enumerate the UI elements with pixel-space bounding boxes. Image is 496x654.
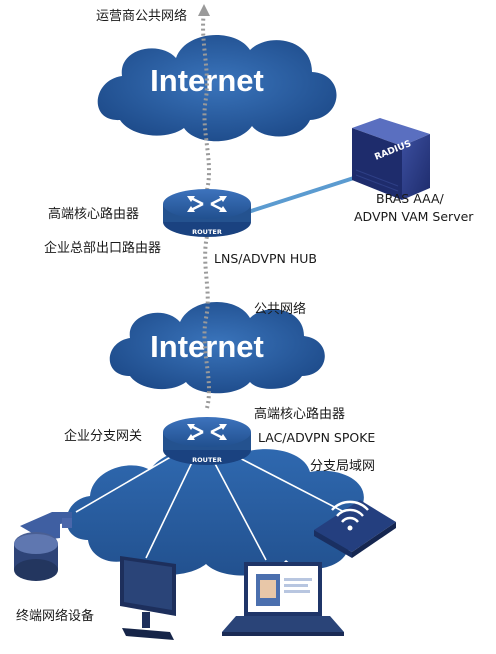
spoke-device-links xyxy=(75,447,349,561)
camera-icon xyxy=(14,512,72,581)
tunnel-arrow xyxy=(198,4,210,16)
hub-server-link xyxy=(247,174,361,214)
spoke-role-label: LAC/ADVPN SPOKE xyxy=(258,430,375,445)
hub-exit-router-label: 企业总部出口路由器 xyxy=(44,240,161,256)
spoke-router: ROUTER xyxy=(163,417,251,465)
branch-lan-cloud xyxy=(66,447,373,576)
server-label-line1: BRAS AAA/ xyxy=(376,191,445,206)
wireless-ap-icon xyxy=(314,500,396,558)
top-public-network-label: 运营商公共网络 xyxy=(96,8,187,24)
hub-router-badge: ROUTER xyxy=(192,228,222,236)
server-label-line2: ADVPN VAM Server xyxy=(354,209,474,224)
monitor-icon xyxy=(120,556,176,640)
spoke-router-badge: ROUTER xyxy=(192,456,222,464)
radius-server-icon: RADIUS xyxy=(352,118,430,200)
spoke-core-router-label: 高端核心路由器 xyxy=(254,406,345,422)
internet-label-top: Internet xyxy=(150,63,264,98)
laptop-icon xyxy=(222,562,344,636)
middle-public-network-label: 公共网络 xyxy=(254,301,306,317)
internet-cloud-top: Internet xyxy=(97,35,337,142)
branch-lan-label: 分支局域网 xyxy=(310,459,375,474)
hub-role-label: LNS/ADVPN HUB xyxy=(214,251,317,266)
tunnel-line xyxy=(198,4,212,409)
internet-cloud-middle: Internet xyxy=(109,301,325,394)
router-arrows-icon xyxy=(187,196,227,212)
internet-label-middle: Internet xyxy=(150,329,264,364)
hub-router: ROUTER xyxy=(163,189,251,237)
branch-gateway-label: 企业分支网关 xyxy=(64,428,142,444)
wifi-icon xyxy=(331,500,369,523)
router-arrows-icon xyxy=(187,424,227,440)
hub-core-router-label: 高端核心路由器 xyxy=(48,206,139,222)
terminal-devices-label: 终端网络设备 xyxy=(16,608,94,624)
